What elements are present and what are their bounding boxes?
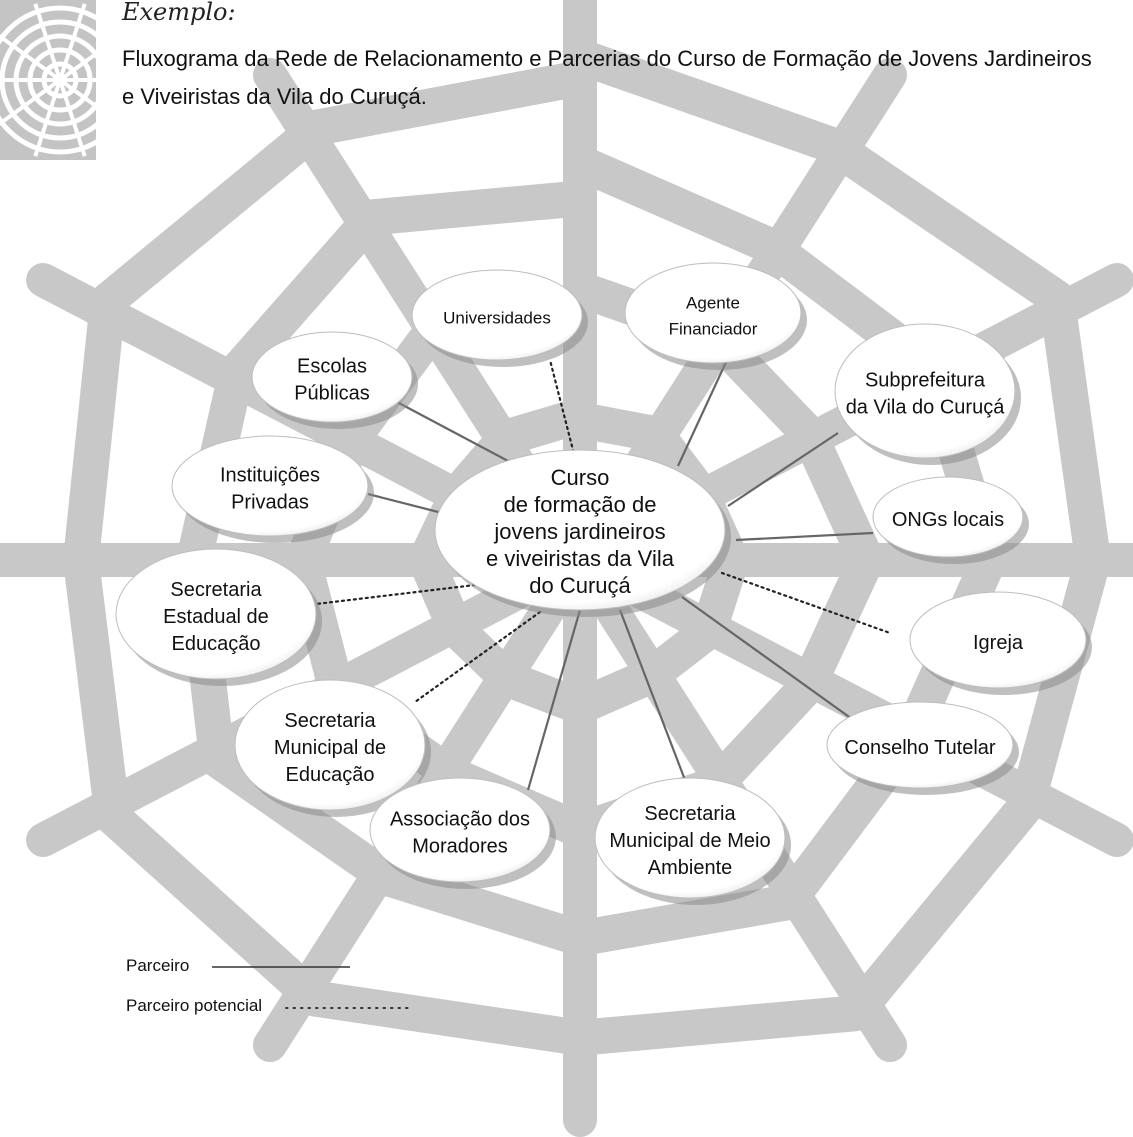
node-escolas-publicas-label-line: Escolas: [297, 355, 367, 377]
node-subprefeitura-label-line: Subprefeitura: [865, 369, 986, 391]
web-spoke: [563, 543, 1133, 857]
node-instituicoes-privadas-label-line: Privadas: [231, 491, 309, 513]
center-node-label-line: jovens jardineiros: [493, 519, 665, 544]
title-line-1: Fluxograma da Rede de Relacionamento e P…: [122, 46, 1092, 71]
link-secretaria-estadual: [314, 583, 477, 606]
node-subprefeitura: Subprefeitura da Vila do Curuçá: [834, 323, 1021, 465]
center-node-label-line: e viveiristas da Vila: [486, 546, 675, 571]
link-escolas-publicas: [396, 401, 511, 463]
node-secretaria-municipal-educacao-label-line: Secretaria: [284, 710, 376, 732]
link-associacao-moradores: [526, 609, 582, 791]
link-secretaria-meio-ambiente: [618, 609, 687, 781]
node-ongs-locais-ellipse: [872, 476, 1024, 558]
title-line-2: e Viveiristas da Vila do Curuçá.: [122, 84, 427, 109]
node-universidades-ellipse: [411, 269, 583, 361]
center-node-label-line: de formação de: [504, 492, 657, 517]
logo-spoke: [58, 3, 87, 81]
node-igreja-ellipse: [909, 591, 1087, 689]
node-secretaria-estadual-ellipse: [115, 548, 317, 680]
node-associacao-moradores-label-line: Associação dos: [390, 808, 530, 830]
node-secretaria-municipal-educacao-ellipse: [234, 679, 426, 811]
legend-partner-label: Parceiro: [126, 956, 190, 975]
center-node-ellipse: [434, 449, 726, 611]
node-secretaria-meio-ambiente-ellipse: [594, 777, 786, 899]
center-node-label-line: Curso: [551, 465, 610, 490]
node-ongs-locais: ONGs locais: [872, 476, 1029, 564]
logo-spoke: [58, 79, 87, 157]
logo-spoke: [58, 31, 126, 82]
legend-lines: [212, 966, 411, 1009]
node-associacao-moradores-ellipse: [369, 777, 551, 883]
node-escolas-publicas-label-line: Públicas: [294, 382, 370, 404]
node-instituicoes-privadas-label-line: Instituições: [220, 464, 320, 486]
web-logo-icon: [0, 0, 140, 160]
node-secretaria-municipal-educacao-label-line: Municipal de: [274, 737, 386, 759]
node-agente-financiador-ellipse: [624, 262, 802, 364]
node-igreja-label-line: Igreja: [973, 632, 1024, 654]
node-secretaria-meio-ambiente-label-line: Secretaria: [644, 803, 736, 825]
logo-spoke: [0, 33, 62, 82]
link-subprefeitura: [727, 432, 839, 507]
link-agente-financiador: [677, 359, 728, 467]
node-conselho-tutelar-ellipse: [826, 701, 1014, 789]
center-node-label-line: do Curuçá: [529, 573, 631, 598]
node-secretaria-estadual-label-line: Secretaria: [170, 579, 262, 601]
node-agente-financiador-label-line: Agente: [686, 294, 740, 313]
node-universidades: Universidades: [411, 269, 588, 367]
node-associacao-moradores-label-line: Moradores: [412, 835, 508, 857]
link-igreja: [720, 571, 892, 635]
logo-spoke: [58, 78, 126, 129]
logo-spoke: [33, 79, 62, 157]
link-ongs-locais: [735, 531, 874, 542]
node-conselho-tutelar: Conselho Tutelar: [826, 701, 1019, 795]
link-instituicoes-privadas: [367, 492, 447, 516]
example-label: Exemplo:: [122, 0, 236, 26]
link-secretaria-municipal-educacao: [413, 610, 542, 704]
node-secretaria-municipal-educacao-label-line: Educação: [286, 764, 375, 786]
diagram-title: Fluxograma da Rede de Relacionamento e P…: [122, 40, 1133, 116]
node-escolas-publicas-ellipse: [251, 331, 413, 423]
node-conselho-tutelar-label-line: Conselho Tutelar: [844, 737, 996, 759]
link-universidades: [548, 358, 577, 460]
node-secretaria-estadual-label-line: Estadual de: [163, 606, 269, 628]
node-secretaria-estadual-label-line: Educação: [172, 633, 261, 655]
node-secretaria-meio-ambiente-label-line: Municipal de Meio: [609, 830, 770, 852]
node-agente-financiador-label-line: Financiador: [669, 320, 758, 339]
node-igreja: Igreja: [909, 591, 1092, 695]
node-universidades-label-line: Universidades: [443, 309, 551, 328]
node-subprefeitura-label-line: da Vila do Curuçá: [846, 396, 1006, 418]
node-secretaria-meio-ambiente-label-line: Ambiente: [648, 857, 733, 879]
node-subprefeitura-ellipse: [834, 323, 1016, 459]
logo-spoke: [33, 3, 62, 81]
logo-spoke: [0, 78, 62, 127]
partner-nodes: UniversidadesAgenteFinanciadorSubprefeit…: [115, 262, 1092, 905]
legend-potential-label: Parceiro potencial: [126, 996, 263, 1015]
node-instituicoes-privadas-ellipse: [171, 435, 369, 537]
node-ongs-locais-label-line: ONGs locais: [892, 509, 1004, 531]
connection-lines: [314, 358, 892, 791]
link-conselho-tutelar: [681, 596, 853, 720]
